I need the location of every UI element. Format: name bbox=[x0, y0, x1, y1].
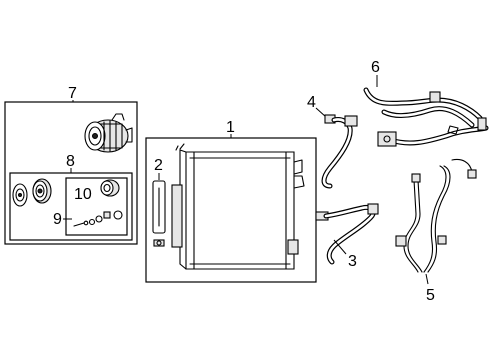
callout-10[interactable]: 10 bbox=[74, 186, 92, 203]
seal-kit[interactable] bbox=[73, 210, 123, 227]
callout-6[interactable]: 6 bbox=[371, 59, 380, 76]
callout-4[interactable]: 4 bbox=[307, 94, 316, 111]
callout-3[interactable]: 3 bbox=[348, 253, 357, 270]
compressor[interactable] bbox=[84, 113, 133, 153]
callout-7[interactable]: 7 bbox=[68, 85, 77, 102]
coil[interactable] bbox=[100, 179, 120, 197]
suction-hose[interactable]: 3 bbox=[315, 203, 379, 270]
callout-2[interactable]: 2 bbox=[154, 157, 163, 174]
clutch[interactable] bbox=[12, 178, 52, 207]
discharge-line[interactable]: 4 bbox=[307, 94, 358, 189]
callout-1[interactable]: 1 bbox=[226, 119, 235, 136]
receiver-drier[interactable] bbox=[152, 180, 166, 247]
callout-5[interactable]: 5 bbox=[426, 287, 435, 304]
condenser-group: 1 2 bbox=[145, 119, 317, 283]
callout-8[interactable]: 8 bbox=[66, 153, 75, 170]
compressor-box bbox=[4, 101, 138, 245]
callout-9[interactable]: 9 bbox=[53, 211, 62, 228]
condenser[interactable] bbox=[171, 143, 305, 270]
seal-kit-box bbox=[65, 177, 128, 236]
hose-assembly[interactable]: 6 bbox=[363, 59, 489, 147]
compressor-group: 7 8 10 9 bbox=[4, 85, 138, 245]
liquid-line[interactable]: 5 bbox=[395, 158, 477, 305]
